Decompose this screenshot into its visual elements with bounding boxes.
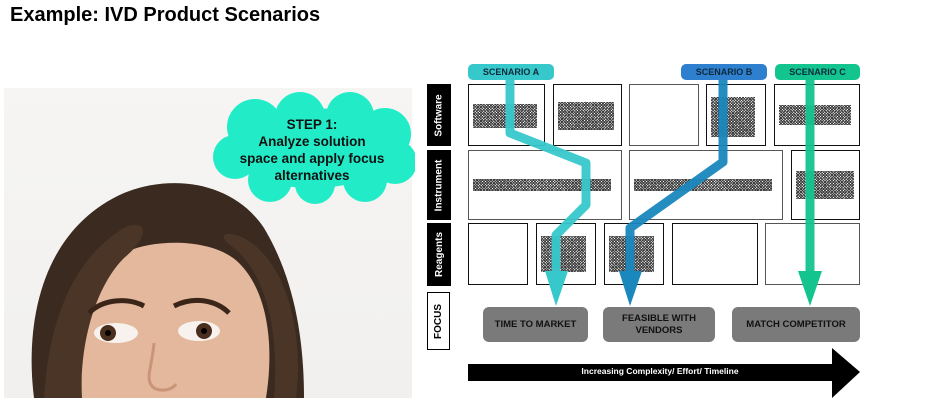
callout-text: STEP 1: Analyze solution space and apply… — [212, 116, 412, 184]
callout-line: alternatives — [274, 168, 350, 183]
redacted-text — [558, 102, 614, 130]
scenario-a-tab: SCENARIO A — [468, 64, 554, 80]
reagents-cell — [536, 223, 596, 285]
reagents-cell — [468, 223, 528, 285]
focus-box-match-competitor: MATCH COMPETITOR — [732, 307, 860, 342]
focus-box-label: MATCH COMPETITOR — [746, 318, 846, 330]
scenario-b-tab: SCENARIO B — [681, 64, 767, 80]
redacted-text — [473, 104, 537, 128]
redacted-text — [609, 236, 654, 272]
redacted-text — [541, 236, 586, 272]
callout-line: space and apply focus — [239, 151, 385, 166]
focus-box-feasible-with-vendors: FEASIBLE WITH VENDORS — [603, 307, 715, 342]
woman-illustration — [31, 183, 304, 398]
software-cell — [706, 84, 766, 146]
software-cell — [553, 84, 622, 146]
instrument-cell — [468, 150, 622, 220]
redacted-text — [473, 179, 611, 191]
focus-box-label: VENDORS — [635, 324, 683, 336]
software-cell — [468, 84, 545, 146]
redacted-text — [779, 105, 851, 125]
software-cell — [629, 84, 699, 146]
redacted-text — [796, 171, 854, 199]
page-title: Example: IVD Product Scenarios — [10, 4, 321, 26]
redacted-text — [634, 179, 772, 191]
focus-box-label: FEASIBLE WITH — [622, 312, 696, 324]
reagents-cell — [765, 223, 860, 285]
row-label-instrument: Instrument — [427, 150, 451, 220]
scenario-c-tab: SCENARIO C — [775, 64, 860, 80]
instrument-cell — [791, 150, 860, 220]
row-label-software: Software — [427, 84, 451, 146]
software-cell — [774, 84, 860, 146]
callout-line: STEP 1: — [286, 117, 338, 132]
row-label-focus: FOCUS — [427, 292, 450, 350]
callout-line: Analyze solution — [258, 134, 366, 149]
timeline-label: Increasing Complexity/ Effort/ Timeline — [581, 366, 739, 376]
row-label-reagents: Reagents — [427, 223, 451, 286]
focus-box-time-to-market: TIME TO MARKET — [483, 307, 588, 342]
thought-cloud — [213, 92, 415, 204]
reagents-cell — [672, 223, 758, 285]
reagents-cell — [604, 223, 664, 285]
redacted-text — [711, 97, 755, 137]
focus-box-label: TIME TO MARKET — [494, 318, 577, 330]
instrument-cell — [629, 150, 783, 220]
